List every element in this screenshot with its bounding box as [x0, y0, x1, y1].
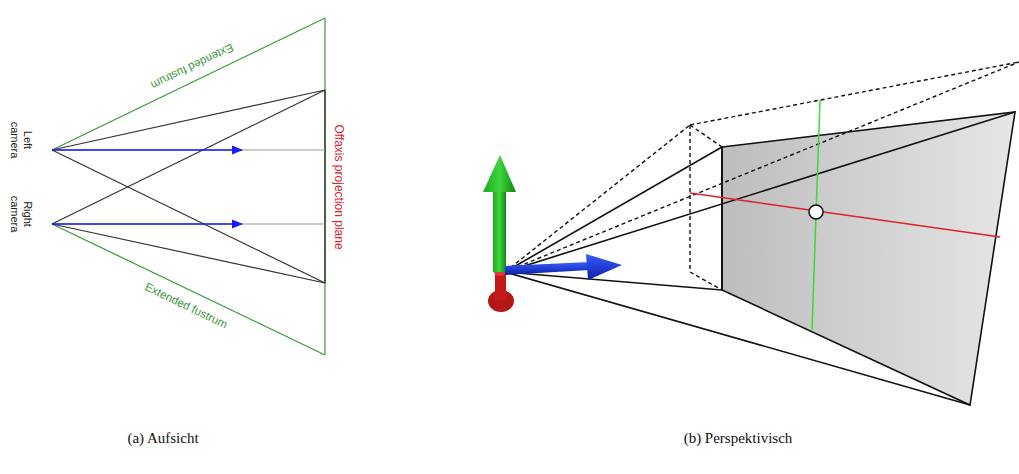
axis-line [52, 150, 325, 151]
frustum-line [52, 18, 325, 150]
frustum-line [52, 224, 325, 283]
projection-plane [722, 112, 1015, 405]
frustum-line [52, 150, 325, 283]
camera-label: Left camera [8, 118, 33, 162]
plane-axis [690, 193, 1000, 237]
extended-frustum [505, 62, 1019, 290]
plane-center [809, 205, 823, 219]
frustum-label: Extended fustrum [149, 40, 236, 91]
frustum [505, 112, 1015, 405]
plane-label: Offaxis projection plane [331, 124, 345, 249]
view-arrow [52, 223, 242, 225]
top-view [52, 18, 325, 355]
projection-plane [324, 90, 325, 283]
camera-label: Right camera [8, 192, 33, 236]
subfigure-caption: (b) Perspektivisch [684, 430, 793, 447]
perspective-view [483, 62, 1019, 405]
frustum-line [52, 90, 325, 150]
axis-line [52, 224, 325, 225]
frustum-line [324, 18, 325, 355]
subfigure-caption: (a) Aufsicht [127, 430, 198, 447]
frustum-line [52, 90, 325, 224]
coordinate-axes [483, 155, 622, 312]
frustum-line [52, 224, 325, 355]
view-arrow [52, 149, 242, 151]
